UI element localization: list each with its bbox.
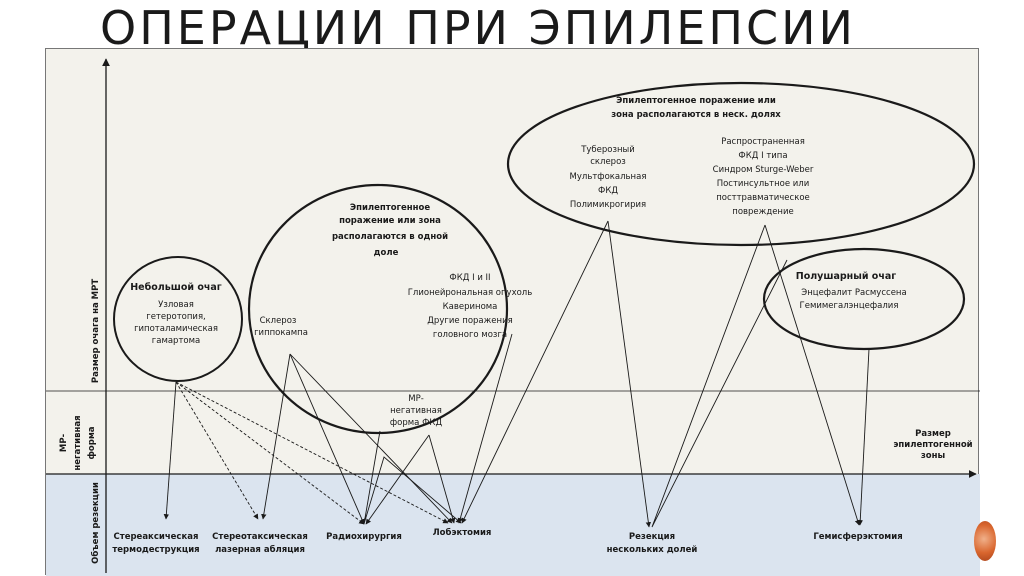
one-lobe-heading-2: поражение или зона bbox=[339, 216, 441, 226]
arrow-multi-right-to-hemisph bbox=[764, 224, 861, 526]
mr-negative-fcd-line-3: форма ФКД bbox=[390, 418, 443, 428]
multi-lobe-right-line-4: Постинсультное или bbox=[717, 179, 810, 189]
epilepsy-surgery-diagram: Размер очага на МРТ МР- негативная форма… bbox=[46, 58, 980, 576]
arrow-multi-right-zigzag bbox=[651, 224, 788, 528]
x-axis-label-3: зоны bbox=[921, 451, 945, 461]
multi-lobe-right-line-2: ФКД I типа bbox=[738, 151, 787, 161]
arrow-small-to-laser bbox=[175, 381, 259, 520]
procedure-radio: Радиохирургия bbox=[326, 532, 402, 542]
multi-lobe-right-line-1: Распространенная bbox=[721, 137, 805, 147]
x-axis-label-1: Размер bbox=[915, 429, 951, 439]
mr-negative-fcd-line-2: негативная bbox=[390, 406, 442, 416]
one-lobe-line-4: Другие поражения bbox=[427, 316, 512, 326]
arrow-small-to-lobectomy bbox=[175, 381, 449, 524]
small-focus-line-2: гетеротопия, bbox=[146, 312, 206, 322]
hemispheric-line-1: Энцефалит Расмуссена bbox=[801, 288, 906, 298]
procedure-thermo-2: термодеструкция bbox=[112, 545, 199, 555]
hemispheric-line-2: Гемимегалэнцефалия bbox=[800, 301, 899, 311]
hemispheric-circle bbox=[762, 247, 966, 351]
arrow-hippo-to-lobectomy bbox=[289, 353, 453, 524]
y-axis-label-resection: Объем резекции bbox=[90, 482, 101, 564]
one-lobe-line-3: Каверинома bbox=[443, 302, 498, 312]
arrow-small-to-radio bbox=[175, 381, 365, 525]
y-axis-label-mr-negative-3: форма bbox=[87, 426, 97, 459]
procedure-laser-2: лазерная абляция bbox=[215, 544, 305, 555]
procedure-thermo-1: Стереаксическая bbox=[114, 532, 199, 542]
mr-negative-fcd-line-1: МР- bbox=[408, 394, 424, 404]
slide-title: ОПЕРАЦИИ ПРИ ЭПИЛЕПСИИ bbox=[100, 1, 856, 55]
arrow-mrneg-to-lobectomy bbox=[428, 434, 456, 524]
one-lobe-heading-4: доле bbox=[374, 248, 399, 258]
multi-lobe-left-line-5: Полимикрогирия bbox=[570, 200, 646, 210]
one-lobe-circle bbox=[247, 183, 509, 435]
hippocampal-sclerosis-line-1: Склероз bbox=[260, 316, 297, 326]
arrow-hippo-to-laser bbox=[261, 353, 291, 520]
arrow-multi-left-to-resection bbox=[607, 220, 652, 528]
x-axis-label-2: эпилептогенной bbox=[893, 440, 972, 450]
multi-lobe-circle bbox=[506, 81, 976, 247]
resection-band bbox=[46, 474, 980, 576]
procedure-multilobe-1: Резекция bbox=[629, 532, 675, 542]
procedure-hemisph: Гемисферэктомия bbox=[813, 532, 902, 542]
corner-badge-icon bbox=[974, 521, 996, 561]
arrow-lobe-to-lobectomy bbox=[457, 333, 513, 524]
multi-lobe-right-line-6: повреждение bbox=[732, 207, 793, 217]
small-focus-line-1: Узловая bbox=[158, 300, 194, 310]
arrow-mrneg-to-radio bbox=[365, 434, 430, 525]
y-axis-label-mr-negative-2: негативная bbox=[73, 415, 83, 470]
hippocampal-sclerosis-line-2: гиппокампа bbox=[254, 328, 308, 338]
arrow-lobe-zigzag bbox=[363, 430, 462, 525]
one-lobe-heading-3: располагаются в одной bbox=[332, 232, 448, 242]
diagram-frame: Размер очага на МРТ МР- негативная форма… bbox=[45, 48, 980, 576]
hemispheric-heading: Полушарный очаг bbox=[796, 271, 897, 282]
arrow-small-to-thermo bbox=[163, 381, 177, 520]
small-focus-line-4: гамартома bbox=[152, 336, 200, 346]
y-axis-label-mri: Размер очага на МРТ bbox=[91, 279, 101, 383]
multi-lobe-left-line-1: Туберозный bbox=[580, 145, 635, 155]
procedure-multilobe-2: нескольких долей bbox=[607, 545, 698, 555]
y-axis-label-mr-negative-1: МР- bbox=[59, 433, 69, 452]
arrows bbox=[163, 220, 870, 528]
one-lobe-line-1: ФКД I и II bbox=[449, 273, 490, 283]
one-lobe-line-5: головного мозга bbox=[433, 330, 507, 340]
arrow-hippo-to-radio bbox=[289, 353, 365, 525]
multi-lobe-heading-1: Эпилептогенное поражение или bbox=[616, 96, 776, 106]
multi-lobe-left-line-4: ФКД bbox=[598, 186, 618, 196]
multi-lobe-heading-2: зона располагаются в неск. долях bbox=[611, 110, 781, 120]
procedure-lobectomy: Лобэктомия bbox=[433, 527, 492, 538]
small-focus-line-3: гипоталамическая bbox=[134, 324, 218, 334]
multi-lobe-left-line-3: Мультфокальная bbox=[570, 172, 647, 182]
small-focus-heading: Небольшой очаг bbox=[130, 282, 222, 293]
multi-lobe-right-line-5: посттравматическое bbox=[716, 193, 810, 203]
one-lobe-heading-1: Эпилептогенное bbox=[350, 203, 430, 213]
multi-lobe-left-line-2: склероз bbox=[590, 157, 626, 167]
multi-lobe-right-line-3: Синдром Sturge-Weber bbox=[713, 165, 814, 175]
small-focus-circle bbox=[113, 256, 243, 382]
arrow-hemi-zigzag bbox=[857, 348, 870, 526]
arrow-multi-to-lobectomy bbox=[461, 220, 609, 524]
procedure-laser-1: Стереотаксическая bbox=[212, 532, 308, 542]
one-lobe-line-2: Глионейрональная опухоль bbox=[408, 288, 533, 298]
